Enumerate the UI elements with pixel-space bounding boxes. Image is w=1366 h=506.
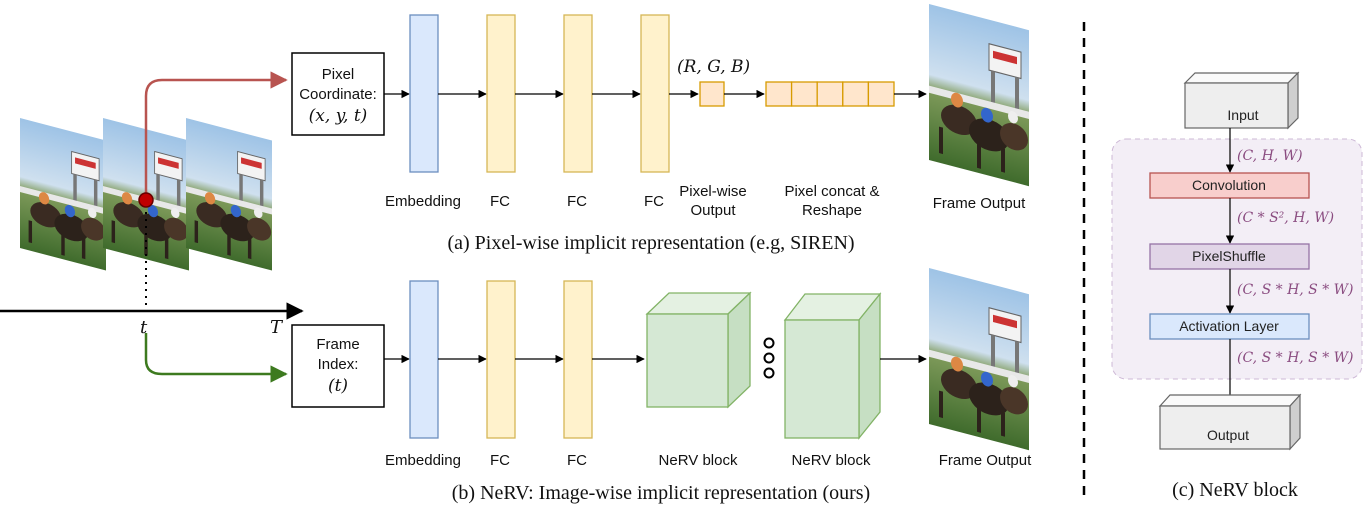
activation-layer-label: Activation Layer: [1179, 318, 1279, 334]
frame-index-math: (t): [328, 376, 348, 396]
embedding-a-label: Embedding: [385, 193, 461, 210]
frame-output-a: [928, 3, 1030, 187]
fc-b-2: [563, 280, 593, 439]
dim-1: (C, H, W): [1237, 148, 1303, 164]
pixelshuffle-label: PixelShuffle: [1192, 248, 1266, 264]
caption-b: (b) NeRV: Image-wise implicit representa…: [452, 482, 870, 504]
rgb-label: (R, G, B): [677, 57, 750, 77]
timeline-t-label: t: [140, 317, 148, 338]
caption-c: (c) NeRV block: [1172, 479, 1298, 501]
sampled-pixel-dot: [138, 192, 154, 208]
video-frame-1: [19, 117, 107, 272]
activation-layer-box: [1149, 313, 1310, 340]
frame-output-b: [928, 267, 1030, 451]
convolution-box: [1149, 172, 1310, 199]
fc-b-1-label: FC: [490, 452, 510, 469]
pixel-coordinate-box: [291, 52, 385, 136]
input-box: Input: [1183, 71, 1300, 130]
frame-index-box: [291, 324, 385, 408]
nerv-block-2-label: NeRV block: [792, 452, 871, 469]
panel-c: Input (C, H, W) Convolution (C * S², H, …: [1111, 71, 1363, 501]
pixel-output-label-1: Pixel-wise: [679, 183, 747, 200]
frame-index-line1: Frame: [316, 336, 359, 353]
fc-b-1: [486, 280, 516, 439]
pixelshuffle-box: [1149, 243, 1310, 270]
nerv-block-cube-2: [783, 292, 882, 440]
dim-3: (C, S * H, S * W): [1237, 282, 1354, 298]
caption-a: (a) Pixel-wise implicit representation (…: [447, 232, 854, 254]
pixel-output-label-2: Output: [690, 202, 736, 219]
fc-a-3-label: FC: [644, 193, 664, 210]
convolution-label: Convolution: [1192, 177, 1266, 193]
frame-index-arrow: [144, 333, 288, 383]
pixel-sample-arrow: [144, 71, 288, 200]
embedding-b: [409, 280, 439, 439]
output-box: Output: [1158, 393, 1302, 451]
pixel-coordinate-math: (x, y, t): [309, 106, 368, 126]
frame-index-line2: Index:: [318, 356, 359, 373]
frame-output-a-label: Frame Output: [933, 195, 1026, 212]
input-label: Input: [1227, 107, 1258, 123]
ellipsis-dots: [763, 337, 775, 379]
output-label: Output: [1207, 427, 1249, 443]
fc-a-1: [486, 14, 516, 173]
pixel-coordinate-line2: Coordinate:: [299, 86, 377, 103]
fc-b-2-label: FC: [567, 452, 587, 469]
nerv-block-1-label: NeRV block: [659, 452, 738, 469]
embedding-a: [409, 14, 439, 173]
panel-b: Frame Index: (t) Embe: [291, 267, 1032, 504]
timeline-T-label: T: [270, 317, 284, 338]
concat-label-1: Pixel concat &: [784, 183, 879, 200]
frame-output-b-label: Frame Output: [939, 452, 1032, 469]
pixel-concat-row: [765, 81, 895, 107]
fc-a-2-label: FC: [567, 193, 587, 210]
dim-2: (C * S², H, W): [1237, 210, 1334, 226]
fc-a-2: [563, 14, 593, 173]
concat-label-2: Reshape: [802, 202, 862, 219]
nerv-block-cube-1: [645, 291, 752, 409]
fc-a-1-label: FC: [490, 193, 510, 210]
fc-a-3: [640, 14, 670, 173]
pixel-output-cell: [699, 81, 725, 107]
embedding-b-label: Embedding: [385, 452, 461, 469]
video-frame-3: [185, 117, 273, 272]
pixel-coordinate-line1: Pixel: [322, 66, 355, 83]
panel-a: Pixel Coordinate: (x, y, t) (R, G, B) Em…: [291, 3, 1030, 254]
dim-4: (C, S * H, S * W): [1237, 350, 1354, 366]
